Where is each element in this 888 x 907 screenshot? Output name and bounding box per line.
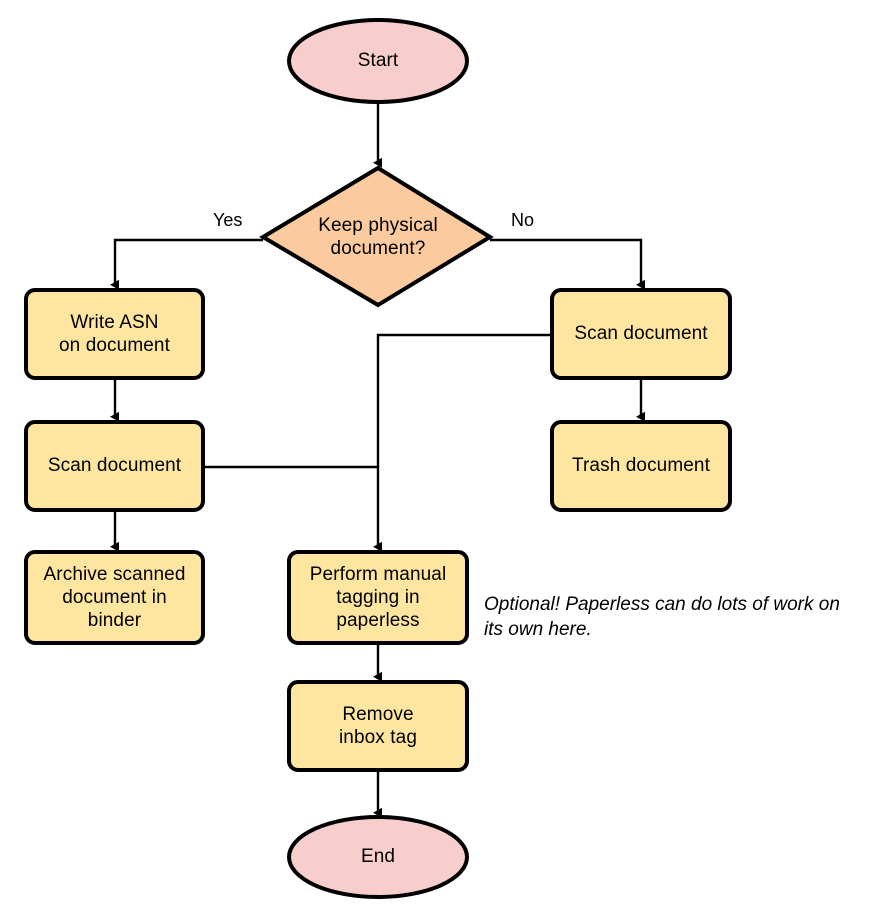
- node-remove-inbox-shape[interactable]: [287, 680, 469, 772]
- node-end-shape[interactable]: [287, 815, 469, 899]
- node-start-shape[interactable]: [287, 18, 469, 104]
- node-trash-shape[interactable]: [550, 420, 732, 512]
- node-scan-right-shape[interactable]: [550, 288, 732, 380]
- node-scan-left-shape[interactable]: [24, 420, 205, 512]
- edge-label-yes: Yes: [211, 210, 245, 231]
- edge-scan-right-to-tagging: [373, 333, 552, 552]
- edge-decision-yes-to-write-asn: [110, 238, 263, 290]
- node-write-asn-shape[interactable]: [24, 288, 205, 380]
- node-decision-shape[interactable]: [259, 165, 494, 308]
- optional-note: Optional! Paperless can do lots of work …: [484, 594, 840, 641]
- edge-group: [110, 102, 645, 818]
- node-archive-shape[interactable]: [24, 550, 205, 645]
- edge-label-no: No: [509, 210, 537, 231]
- node-tagging-shape[interactable]: [287, 550, 469, 645]
- edge-decision-no-to-scan-right: [490, 238, 645, 290]
